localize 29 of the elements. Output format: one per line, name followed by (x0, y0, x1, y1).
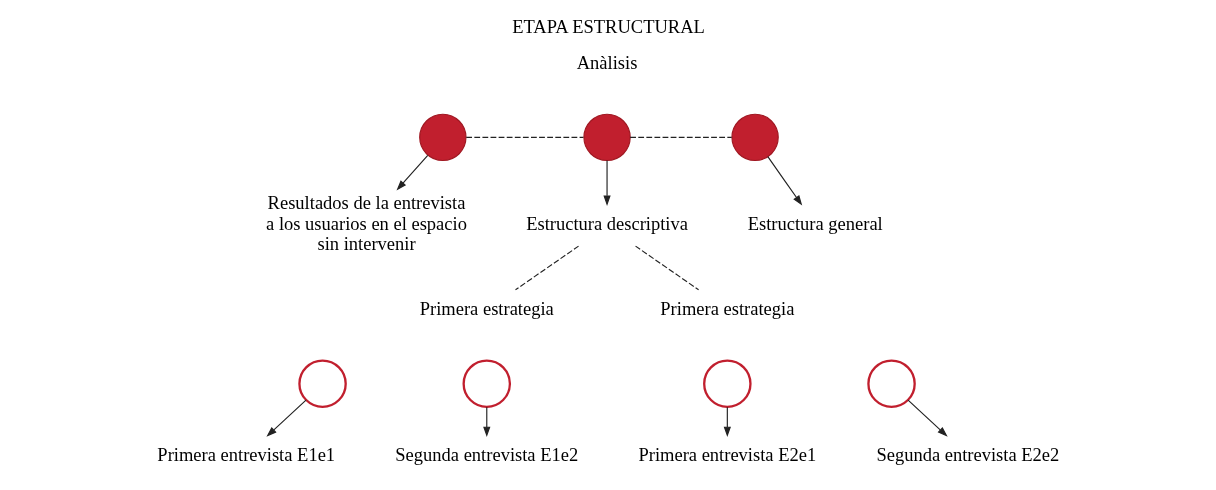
node-text: Segunda entrevista E1e2 (394, 444, 578, 465)
node-circle (702, 358, 752, 408)
connector (629, 136, 732, 138)
node-text: Primera entrevista E1e1 (156, 444, 335, 465)
arrow (907, 399, 948, 437)
node-label: Anàlisis (576, 52, 637, 73)
diagram-title: ETAPA ESTRUCTURAL (511, 16, 705, 37)
node-text: Estructura general (747, 213, 883, 234)
arrow (482, 406, 490, 437)
arrow (766, 155, 802, 206)
arrow (723, 406, 731, 437)
node-circle (582, 113, 631, 161)
node-circle (297, 358, 347, 408)
node-text: Resultados de la entrevista a los usuarios en el espacio sin intervenir (265, 192, 467, 254)
node-circle (730, 113, 779, 161)
node-text: Primera estrategia (419, 298, 554, 319)
node-text: Primera entrevista E2e1 (637, 444, 816, 465)
node-text: Segunda entrevista E2e2 (875, 444, 1059, 465)
arrow (265, 399, 307, 437)
connector (514, 245, 579, 290)
arrow (396, 154, 428, 190)
arrow (602, 159, 611, 206)
node-text: Primera estrategia (659, 298, 794, 319)
node-circle (418, 113, 467, 161)
connector (634, 245, 699, 290)
node-circle (462, 358, 511, 408)
node-circle (866, 358, 916, 408)
connector (465, 136, 584, 138)
node-text: Estructura descriptiva (525, 213, 688, 234)
